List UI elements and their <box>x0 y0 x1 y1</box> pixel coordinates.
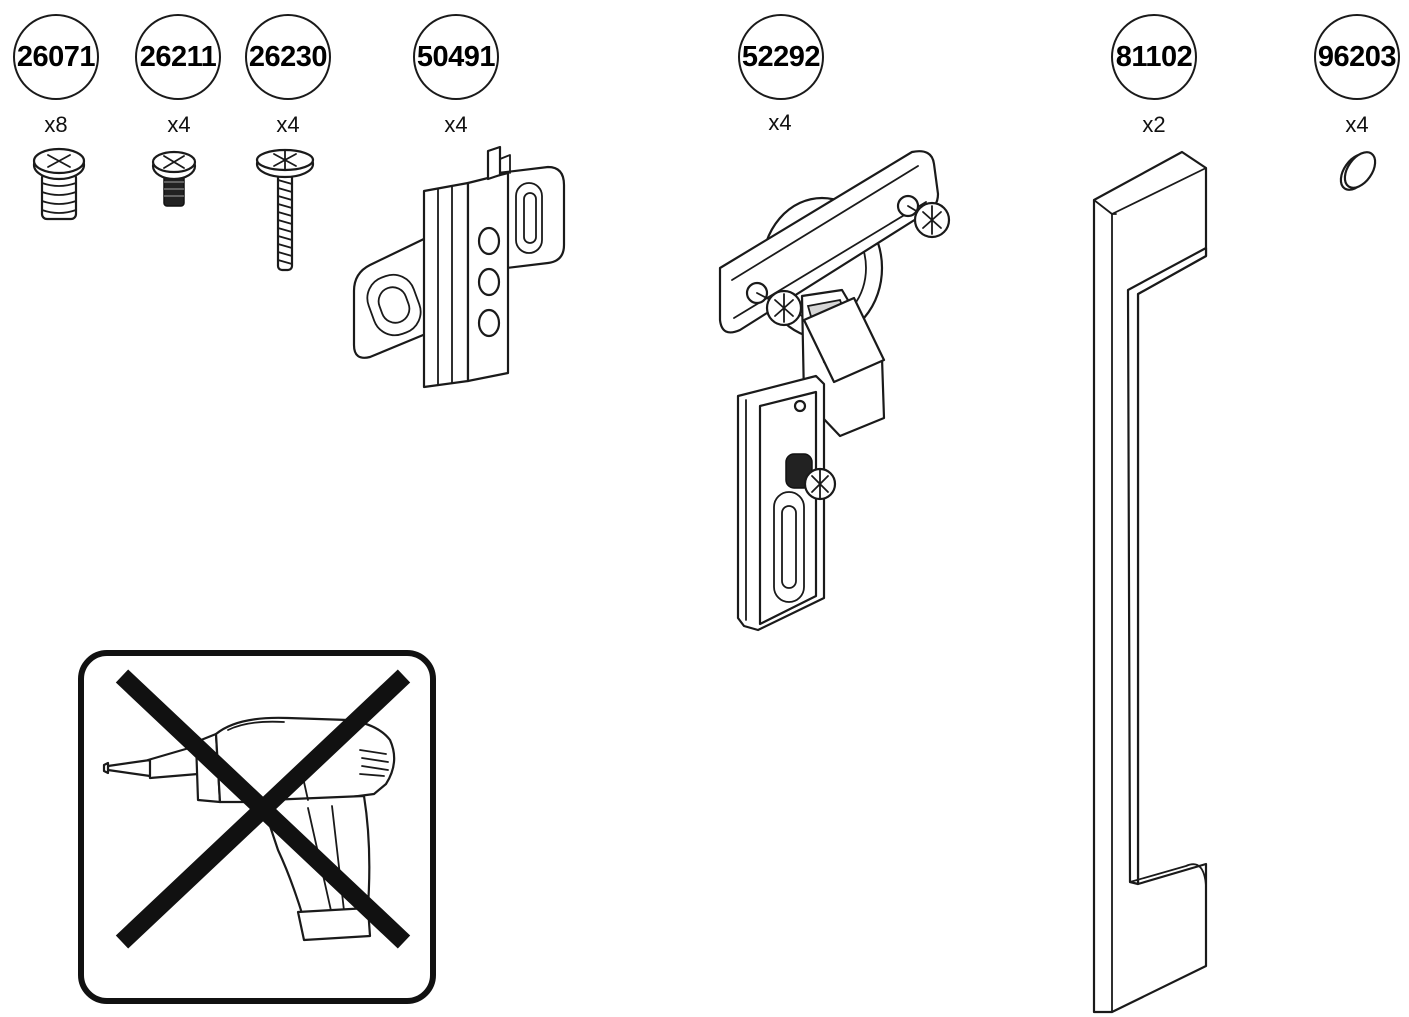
part-quantity: x4 <box>444 112 468 137</box>
part-badge-50491: 50491 <box>413 14 499 100</box>
part-code: 50491 <box>416 40 496 73</box>
part-badge-26230: 26230 <box>245 14 331 100</box>
part-badge-26211: 26211 <box>135 14 221 100</box>
part-code: 26211 <box>139 40 217 73</box>
part-badge-81102: 81102 <box>1111 14 1197 100</box>
part-quantity: x4 <box>768 110 792 135</box>
part-quantity: x2 <box>1142 112 1166 137</box>
concealed-hinge-icon <box>718 150 951 632</box>
part-quantity: x4 <box>276 112 300 137</box>
part-code: 81102 <box>1115 40 1193 73</box>
no-power-drill-icon <box>78 650 436 1004</box>
cover-cap-icon <box>1339 151 1377 191</box>
part-code: 52292 <box>741 40 821 73</box>
door-handle-icon <box>1092 150 1208 1014</box>
part-quantity: x4 <box>167 112 191 137</box>
long-screw-icon <box>255 148 315 272</box>
part-quantity: x8 <box>44 112 68 137</box>
part-badge-26071: 26071 <box>13 14 99 100</box>
part-badge-96203: 96203 <box>1314 14 1400 100</box>
part-code: 96203 <box>1317 40 1397 73</box>
cam-bolt-icon <box>32 147 86 221</box>
part-code: 26071 <box>16 40 96 73</box>
short-screw-icon <box>151 150 197 207</box>
part-quantity: x4 <box>1345 112 1369 137</box>
part-code: 26230 <box>248 40 328 73</box>
part-badge-52292: 52292 <box>738 14 824 100</box>
hinge-mounting-plate-icon <box>352 145 566 389</box>
